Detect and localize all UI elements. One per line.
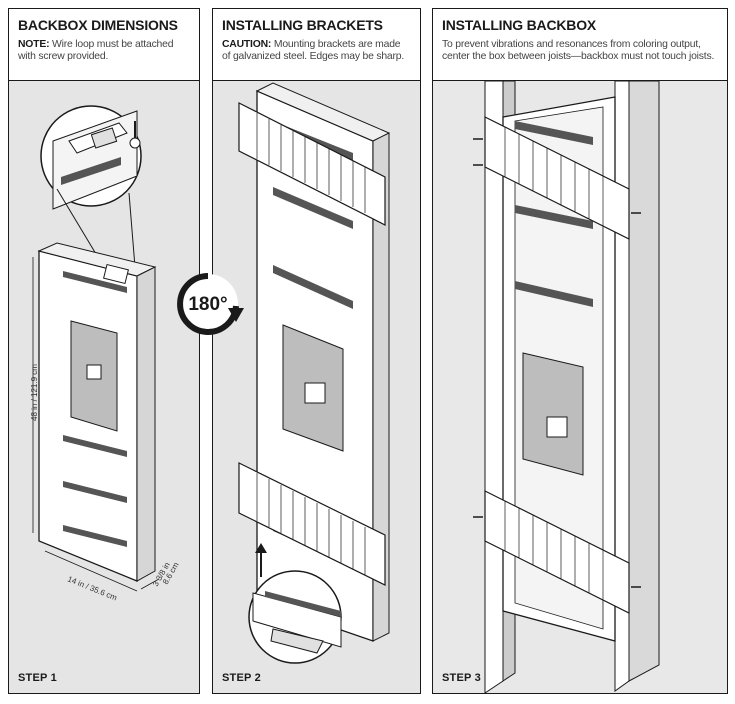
illustration-area: STEP 2 bbox=[213, 81, 420, 693]
note-text: Wire loop must be attached with screw pr… bbox=[18, 39, 174, 62]
illustration-area: 48 in / 121.9 cm 14 in / 35.6 cm 3 3/8 i… bbox=[9, 81, 199, 693]
top-mounting-bracket bbox=[238, 102, 386, 226]
backbox-install-drawing bbox=[433, 81, 727, 693]
top-slot bbox=[63, 271, 127, 293]
bottom-mounting-bracket bbox=[238, 462, 386, 586]
note-label: CAUTION: bbox=[222, 39, 272, 50]
panel-note: CAUTION: Mounting brackets are made of g… bbox=[222, 39, 411, 63]
brackets-drawing bbox=[238, 82, 391, 664]
panel-installing-brackets: INSTALLING BRACKETS CAUTION: Mounting br… bbox=[212, 8, 421, 694]
speaker-cutout bbox=[522, 352, 584, 476]
panel-header: BACKBOX DIMENSIONS NOTE: Wire loop must … bbox=[9, 9, 199, 81]
width-dimension-label: 14 in / 35.6 cm bbox=[66, 575, 118, 603]
panel-title: BACKBOX DIMENSIONS bbox=[18, 17, 178, 33]
note-label: NOTE: bbox=[18, 39, 50, 50]
height-dimension-label: 48 in / 121.9 cm bbox=[30, 364, 39, 421]
bottom-mounting-bracket bbox=[473, 490, 641, 614]
step-label: STEP 2 bbox=[222, 672, 261, 684]
panel-header: INSTALLING BACKBOX To prevent vibrations… bbox=[433, 9, 727, 81]
panel-note: To prevent vibrations and resonances fro… bbox=[442, 39, 718, 63]
note-text: To prevent vibrations and resonances fro… bbox=[442, 39, 715, 62]
step-label: STEP 3 bbox=[442, 672, 481, 684]
panel-title: INSTALLING BACKBOX bbox=[442, 17, 597, 33]
backbox-dimensions-drawing: 48 in / 121.9 cm 14 in / 35.6 cm 3 3/8 i… bbox=[30, 105, 181, 603]
step-label: STEP 1 bbox=[18, 672, 57, 684]
note-text: Mounting brackets are made of galvanized… bbox=[222, 39, 405, 62]
panel-title: INSTALLING BRACKETS bbox=[222, 17, 383, 33]
panel-backbox-dimensions: BACKBOX DIMENSIONS NOTE: Wire loop must … bbox=[8, 8, 200, 694]
rotation-label: 180° bbox=[188, 294, 227, 315]
panel-header: INSTALLING BRACKETS CAUTION: Mounting br… bbox=[213, 9, 420, 81]
panel-installing-backbox: INSTALLING BACKBOX To prevent vibrations… bbox=[432, 8, 728, 694]
rotate-180-icon: 180° bbox=[177, 273, 244, 335]
top-mounting-bracket bbox=[473, 116, 641, 240]
wire-loop bbox=[129, 137, 141, 149]
illustration-area: STEP 3 bbox=[433, 81, 727, 693]
panel-note: NOTE: Wire loop must be attached with sc… bbox=[18, 39, 190, 63]
